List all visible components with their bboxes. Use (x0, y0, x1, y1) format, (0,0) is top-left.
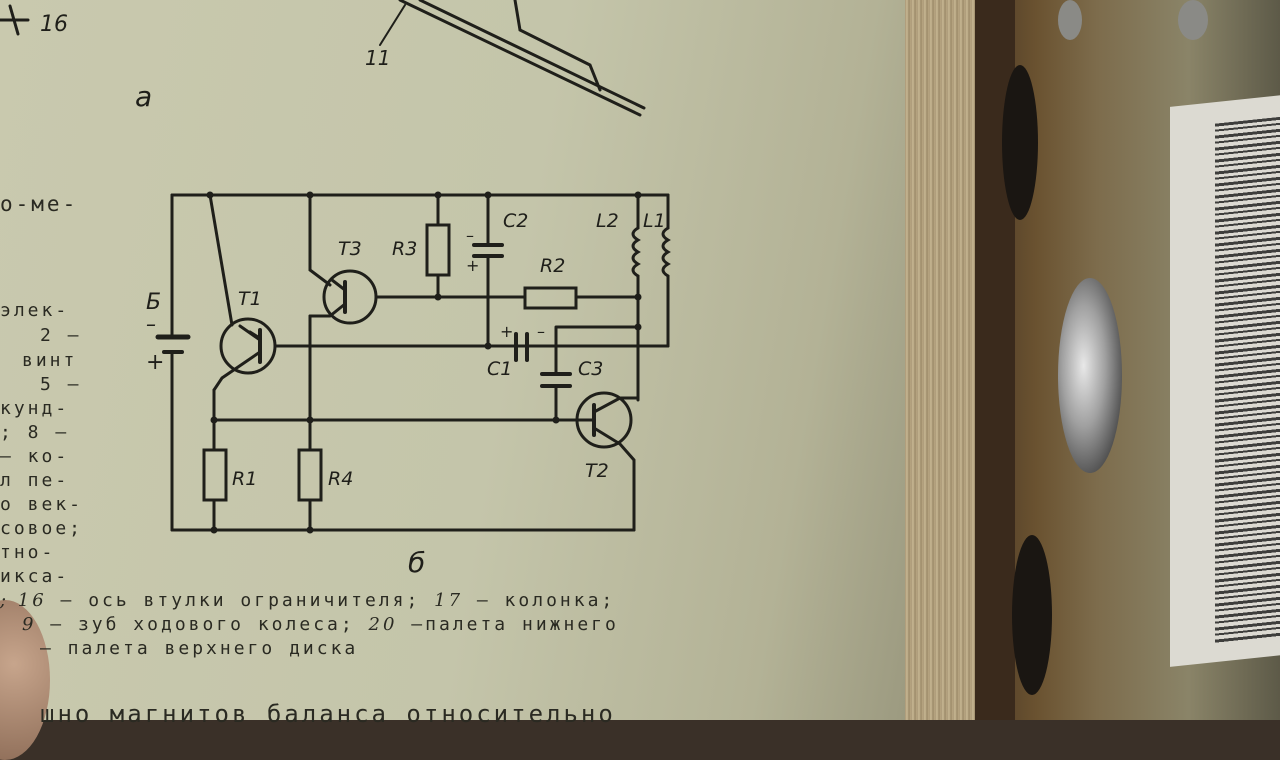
caption-line-2: 9 — зуб ходового колеса; 20 —палета нижн… (22, 614, 619, 635)
left-text-3: винт (22, 350, 78, 371)
left-text-10: совое; (0, 518, 84, 539)
label-c1: C1 (487, 358, 513, 380)
label-c2: C2 (503, 210, 529, 232)
label-r3: R3 (392, 238, 418, 260)
label-l1: L1 (643, 210, 666, 232)
caption-text-1b: — колонка; (463, 590, 616, 611)
label-t1: T1 (238, 288, 262, 310)
caption-text-1a: — ось втулки ограничителя; (46, 590, 435, 611)
binder-rivet (1058, 278, 1122, 473)
left-text-4: 5 — (40, 374, 82, 395)
left-text-9: о век- (0, 494, 84, 515)
label-t2: T2 (585, 460, 609, 482)
left-text-1: элек- (0, 300, 70, 321)
left-text-12: икса- (0, 566, 70, 587)
label-r2: R2 (540, 255, 566, 277)
left-text-11: тно- (0, 542, 56, 563)
top-fragment-shape (398, 0, 646, 117)
inductor-l2 (631, 226, 641, 278)
top-label-11: 11 (365, 46, 391, 70)
caption-num-17: 17 (434, 590, 464, 611)
label-r1: R1 (232, 468, 258, 490)
left-text-5: кунд- (0, 398, 70, 419)
resistor-r2 (523, 286, 578, 310)
top-fragment-mark (0, 4, 30, 36)
page-edges (905, 0, 975, 720)
label-l2: L2 (596, 210, 619, 232)
transistor-t1 (219, 317, 277, 375)
label-c3: C3 (578, 358, 604, 380)
caption-line-1: ; 16 — ось втулки ограничителя; 17 — кол… (0, 590, 615, 611)
left-text-2: 2 — (40, 325, 82, 346)
caption-bottom-cut: шно магнитов баланса относительно (40, 700, 616, 728)
caption-text-2b: —палета нижнего (397, 614, 619, 635)
barcode (1215, 116, 1280, 644)
label-t3: T3 (338, 238, 362, 260)
top-label-16: 16 (40, 12, 68, 37)
binder-hole-2 (1012, 535, 1052, 695)
label-r4: R4 (328, 468, 354, 490)
figure-label-a: а (135, 80, 153, 113)
label-battery-minus: – (146, 312, 156, 336)
left-text-8: л пе- (0, 470, 70, 491)
book-page (0, 0, 905, 720)
label-battery: Б (146, 290, 162, 315)
circuit-diagram (0, 0, 671, 534)
label-c1-minus: – (537, 322, 545, 341)
inductor-l1 (661, 226, 671, 278)
caption-line-3: — палета верхнего диска (40, 638, 359, 659)
left-text-0: о-ме- (0, 192, 79, 216)
binder-hole-1 (1002, 65, 1038, 220)
caption-num-16: ; 16 (0, 590, 47, 611)
resistor-r1 (202, 448, 228, 502)
label-c2-plus: + (466, 256, 480, 275)
caption-text-2a: — зуб ходового колеса; (36, 614, 369, 635)
resistor-r3 (425, 223, 451, 277)
left-text-7: — ко- (0, 446, 70, 467)
label-battery-plus: + (146, 350, 165, 375)
caption-num-20: 20 (368, 614, 398, 635)
binder-rivet-top (1058, 0, 1082, 40)
binder-rivet-top-2 (1178, 0, 1208, 40)
resistor-r4 (297, 448, 323, 502)
label-c2-minus: – (466, 226, 474, 245)
figure-label-b: б (408, 546, 426, 579)
label-c1-plus: + (500, 322, 514, 341)
caption-num-19: 9 (22, 614, 37, 635)
left-text-6: ; 8 — (0, 422, 70, 443)
